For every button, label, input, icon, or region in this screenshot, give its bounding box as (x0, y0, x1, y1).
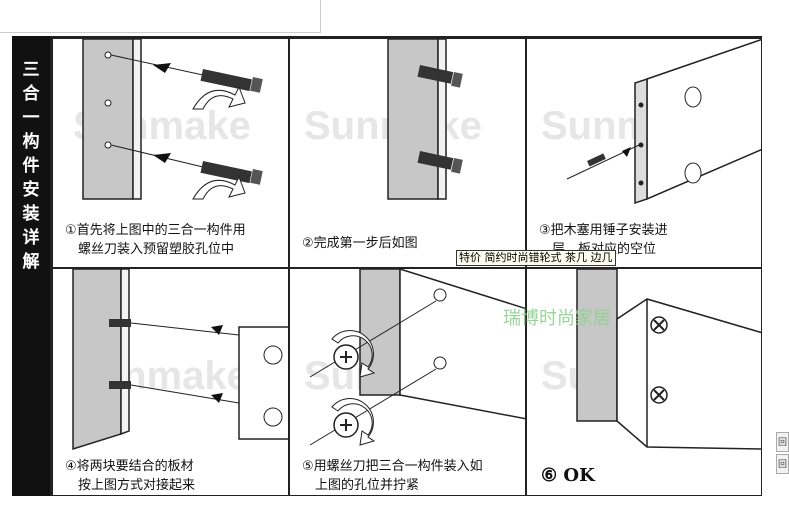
step-3-illustration: Sunmake (541, 39, 761, 205)
caption-line: 螺丝刀装入预留塑胶孔位中 (65, 242, 235, 257)
step-4-panel: Sunmake ④将两块要结合的板材 按上图方式对接起来 (52, 268, 289, 496)
step-6-ok-label: ⑥ OK (541, 465, 595, 486)
step-2-panel: Sunmake ②完成第一步后如图 (289, 38, 526, 268)
side-title-char: 详 (22, 228, 40, 248)
right-side-buttons: 回 回 (776, 432, 789, 498)
side-title-bar: 三 合 一 构 件 安 装 详 解 (12, 36, 50, 496)
caption-line: 按上图方式对接起来 (65, 478, 196, 493)
caption-line: ③把木塞用锤子安装进 (539, 223, 668, 238)
side-title-char: 安 (22, 180, 40, 200)
side-title-char: 解 (22, 252, 40, 272)
step-5-illustration: Sunmake (304, 269, 525, 446)
top-empty-box (0, 0, 321, 33)
side-title-char: 装 (22, 204, 40, 224)
step-5-panel: Sunmake ⑤用螺丝刀把三合一构件装入如 上图的孔位并拧紧 (289, 268, 526, 496)
green-watermark: 瑞博时尚家居 (503, 308, 611, 329)
side-title-char: 一 (22, 108, 40, 128)
side-title-char: 构 (22, 132, 40, 152)
caption-line: ①首先将上图中的三合一构件用 (65, 223, 246, 238)
instruction-grid: Sunmake ①首先将上图中的三合一构件用 螺丝刀装入预留塑胶孔位中 Sunm… (50, 36, 762, 496)
side-button[interactable]: 回 (776, 454, 789, 474)
side-title-char: 三 (22, 60, 40, 80)
side-title: 三 合 一 构 件 安 装 详 解 (12, 58, 50, 274)
caption-line: 上图的孔位并拧紧 (302, 478, 420, 493)
caption-line: ⑤用螺丝刀把三合一构件装入如 (302, 459, 483, 474)
step-3-panel: Sunmake ③把木塞用锤子安装进 层 板对应的空位 (526, 38, 762, 268)
caption-line: ④将两块要结合的板材 (65, 459, 194, 474)
side-title-char: 合 (22, 84, 40, 104)
step-4-caption: ④将两块要结合的板材 按上图方式对接起来 (65, 457, 195, 495)
step-1-panel: Sunmake ①首先将上图中的三合一构件用 螺丝刀装入预留塑胶孔位中 (52, 38, 289, 268)
step-3-caption: ③把木塞用锤子安装进 层 板对应的空位 (539, 221, 668, 259)
step-2-caption: ②完成第一步后如图 (302, 234, 418, 253)
step-6-panel: Sunmake ⑥ OK (526, 268, 762, 496)
side-title-char: 件 (22, 156, 40, 176)
side-button[interactable]: 回 (776, 432, 789, 452)
step-6-illustration: Sunmake (541, 269, 761, 450)
step-1-caption: ①首先将上图中的三合一构件用 螺丝刀装入预留塑胶孔位中 (65, 221, 246, 259)
step-5-caption: ⑤用螺丝刀把三合一构件装入如 上图的孔位并拧紧 (302, 457, 483, 495)
step-4-illustration: Sunmake (71, 269, 288, 451)
tooltip: 特价 简约时尚错轮式 茶几 边几 (456, 250, 616, 266)
step-1-illustration: Sunmake (73, 39, 263, 200)
caption-line: ②完成第一步后如图 (302, 236, 418, 251)
step-2-illustration: Sunmake (304, 39, 482, 200)
